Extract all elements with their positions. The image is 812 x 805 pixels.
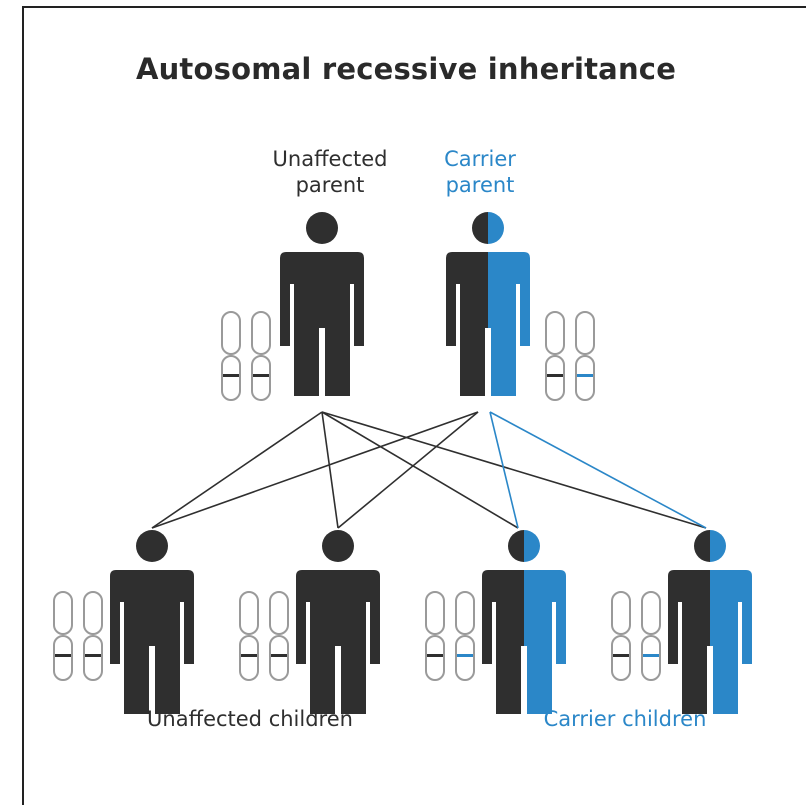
line-carrier-to-child1 [151, 411, 479, 529]
line-carrier-to-child4 [489, 411, 707, 529]
unaffected-parent-label: Unaffected parent [255, 146, 405, 198]
unaffected-child-2-figure [296, 530, 380, 714]
line-unaffected-to-child4 [321, 411, 707, 529]
unaffected-child-1-figure [110, 530, 194, 714]
unaffected-child-2-chromosomes [239, 591, 289, 681]
unaffected-parent-figure [280, 212, 364, 396]
carrier-child-2-chromosomes [611, 591, 661, 681]
carrier-parent-label-line2: parent [445, 173, 515, 197]
line-carrier-to-child3 [489, 411, 519, 529]
carrier-children-label: Carrier children [543, 707, 707, 731]
carrier-child-1-figure [482, 530, 566, 714]
inheritance-lines [151, 411, 707, 529]
carrier-parent-label: Carrier parent [420, 146, 540, 198]
line-unaffected-to-child3 [321, 411, 519, 529]
unaffected-parent-label-line1: Unaffected [272, 147, 388, 171]
unaffected-child-1-chromosomes [53, 591, 103, 681]
carrier-parent-chromosomes [545, 311, 595, 401]
line-carrier-to-child2 [337, 411, 479, 529]
unaffected-children-label: Unaffected children [147, 707, 353, 731]
line-unaffected-to-child2 [321, 411, 339, 529]
figure-frame [22, 6, 806, 805]
unaffected-parent-chromosomes [221, 311, 271, 401]
carrier-child-1-chromosomes [425, 591, 475, 681]
carrier-child-2-figure [668, 530, 752, 714]
carrier-parent-label-line1: Carrier [444, 147, 516, 171]
diagram-title: Autosomal recessive inheritance [135, 52, 677, 86]
unaffected-parent-label-line2: parent [295, 173, 365, 197]
carrier-parent-figure [446, 212, 530, 396]
line-unaffected-to-child1 [151, 411, 323, 529]
